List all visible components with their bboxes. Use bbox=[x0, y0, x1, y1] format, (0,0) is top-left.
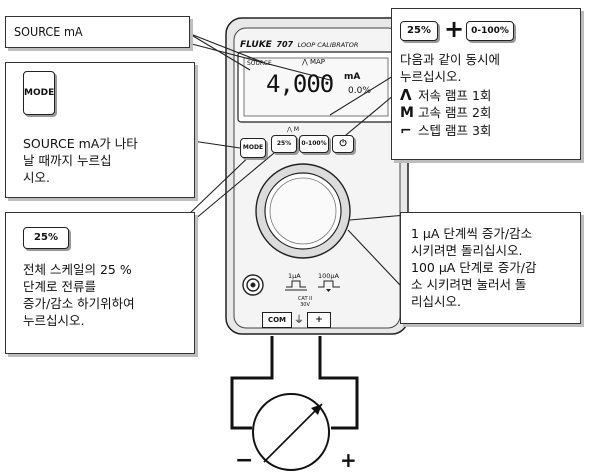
knob-text-line: 소 시키려면 눌러서 돌 bbox=[411, 277, 527, 292]
ramp-full-key-icon: 0-100% bbox=[466, 21, 514, 41]
coarse-step-label: 100μA bbox=[318, 272, 339, 280]
com-jack[interactable]: COM bbox=[262, 312, 292, 328]
callout-mode: MODE SOURCE mA가 나타 날 때까지 누르십 시오. bbox=[5, 62, 195, 198]
loop-plus-label: + bbox=[340, 448, 357, 472]
ramp-item: Λ 저속 램프 1회 bbox=[400, 87, 576, 104]
ramp-item-text: 스텝 램프 3회 bbox=[418, 123, 492, 138]
ramp-item-text: 저속 램프 1회 bbox=[418, 88, 492, 103]
ramp-intro-line: 다음과 같이 동시에 bbox=[400, 52, 500, 67]
ramp-intro-line: 누르십시오. bbox=[400, 69, 462, 84]
ramp-plus-sign: + bbox=[444, 15, 465, 43]
device-header: FLUKE 707 LOOP CALIBRATOR bbox=[240, 40, 390, 52]
fine-step-label: 1μA bbox=[288, 272, 301, 280]
ramp-label: ⋀ M bbox=[287, 126, 300, 133]
display-percent: 0.0% bbox=[348, 86, 371, 96]
pct25-text-line: 전체 스케일의 25 % bbox=[23, 262, 132, 277]
ramp-pct25-key-icon: 25% bbox=[400, 21, 438, 41]
ground-icon: ⏚ bbox=[294, 315, 304, 326]
fast-ramp-icon: M bbox=[400, 105, 414, 121]
ramp-list: Λ 저속 램프 1회 M 고속 램프 2회 ⌐ 스텝 램프 3회 bbox=[400, 87, 576, 140]
pct25-key-icon: 25% bbox=[23, 227, 69, 249]
callout-pct25: 25% 전체 스케일의 25 % 단계로 전류를 증가/감소 하기위하여 누르십… bbox=[5, 212, 195, 354]
cat-rating: CAT II 30V bbox=[297, 296, 313, 308]
callout-knob: 1 μA 단계씩 증가/감소 시키려면 돌리십시오. 100 μA 단계로 증가… bbox=[400, 212, 581, 324]
full-scale-button[interactable]: 0-100% bbox=[299, 135, 329, 153]
input-jack[interactable] bbox=[242, 274, 264, 296]
mode-button[interactable]: MODE bbox=[240, 138, 266, 158]
knob-text-line: 시키려면 돌리십시오. bbox=[411, 243, 523, 258]
adjust-knob[interactable] bbox=[256, 164, 350, 258]
power-button[interactable]: ⏻ bbox=[332, 135, 354, 153]
mode-key-icon: MODE bbox=[23, 71, 55, 115]
mode-instruction: SOURCE mA가 나타 날 때까지 누르십 시오. bbox=[23, 135, 191, 186]
callout-source-ma: SOURCE mA bbox=[5, 16, 190, 48]
brand-logo: FLUKE bbox=[240, 40, 272, 50]
mode-text-line: 시오. bbox=[23, 170, 50, 185]
step-ramp-icon: ⌐ bbox=[400, 123, 412, 139]
device-name: LOOP CALIBRATOR bbox=[297, 41, 359, 49]
ammeter-symbol bbox=[252, 393, 330, 471]
knob-instruction: 1 μA 단계씩 증가/감소 시키려면 돌리십시오. 100 μA 단계로 증가… bbox=[411, 225, 577, 310]
slow-ramp-icon: Λ bbox=[400, 86, 412, 104]
display-reading: 4,000 bbox=[266, 70, 334, 98]
source-ma-label: SOURCE mA bbox=[14, 24, 83, 39]
model-number: 707 bbox=[276, 40, 294, 49]
pct25-button[interactable]: 25% bbox=[271, 135, 297, 153]
ramp-intro: 다음과 같이 동시에 누르십시오. bbox=[400, 51, 576, 85]
pct25-instruction: 전체 스케일의 25 % 단계로 전류를 증가/감소 하기위하여 누르십시오. bbox=[23, 261, 193, 329]
ramp-item: ⌐ 스텝 램프 3회 bbox=[400, 122, 576, 140]
plus-jack[interactable]: + bbox=[307, 312, 331, 328]
loop-minus-label: − bbox=[235, 448, 254, 473]
knob-text-line: 1 μA 단계씩 증가/감소 bbox=[411, 226, 533, 241]
pct25-text-line: 증가/감소 하기위하여 bbox=[23, 296, 135, 311]
display-unit: mA bbox=[344, 72, 361, 82]
ramp-item: M 고속 램프 2회 bbox=[400, 104, 576, 122]
display-ramp-label: ⋀ MAP bbox=[302, 58, 326, 66]
display-mode-label: SOURCE bbox=[247, 60, 272, 67]
calibrator-body bbox=[225, 17, 409, 335]
mode-text-line: SOURCE mA가 나타 bbox=[23, 136, 138, 151]
pct25-text-line: 누르십시오. bbox=[23, 313, 85, 328]
ramp-item-text: 고속 램프 2회 bbox=[418, 105, 492, 120]
callout-ramp: 25% + 0-100% 다음과 같이 동시에 누르십시오. Λ 저속 램프 1회… bbox=[391, 8, 581, 160]
pct25-text-line: 단계로 전류를 bbox=[23, 279, 96, 294]
loop-wiring bbox=[230, 336, 359, 430]
knob-text-line: 100 μA 단계로 증가/감 bbox=[411, 260, 537, 275]
knob-text-line: 리십시오. bbox=[411, 294, 461, 309]
mode-text-line: 날 때까지 누르십 bbox=[23, 153, 112, 168]
